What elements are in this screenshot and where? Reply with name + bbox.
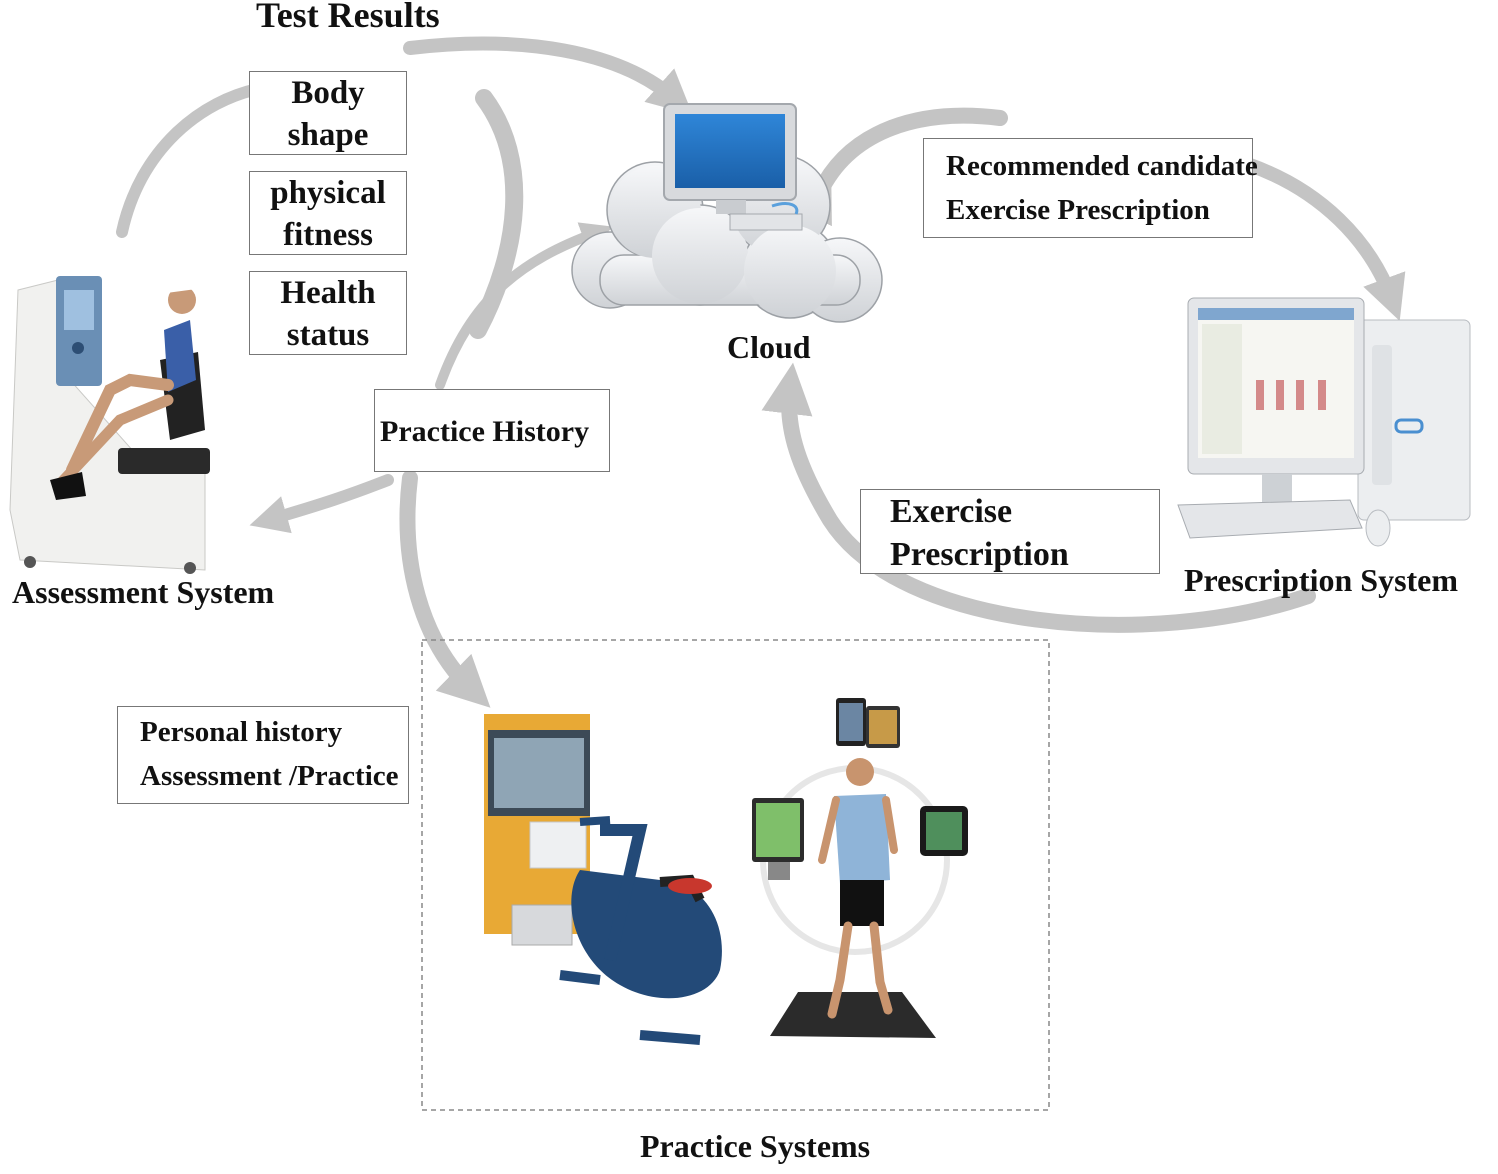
- arrow-recommended-to-prescription: [1243, 158, 1406, 322]
- arrow-cloud-to-recommended: [785, 107, 1008, 227]
- tablet-icon: [836, 698, 900, 748]
- runner-icon: [760, 758, 950, 1038]
- desktop-computer-icon: [1177, 297, 1471, 547]
- exercise-prescription-line-1: Exercise: [890, 493, 1013, 530]
- personal-history-line-1: Personal history: [140, 716, 343, 748]
- recommended-prescription-box: Recommended candidate Exercise Prescript…: [923, 138, 1258, 238]
- arrows: [116, 36, 1406, 708]
- physical-fitness-box: physical fitness: [249, 171, 407, 255]
- recommended-line-1: Recommended candidate: [946, 150, 1258, 182]
- tv-icon: [752, 798, 804, 880]
- physical-fitness-line-2: fitness: [283, 217, 373, 253]
- health-status-box: Health status: [249, 271, 407, 355]
- cloud-icon: [571, 154, 883, 323]
- arrow-practice-history-to-assessment: [249, 474, 394, 534]
- personal-history-line-2: Assessment /Practice: [140, 760, 399, 792]
- exercise-prescription-line-2: Prescription: [890, 536, 1069, 573]
- exercise-prescription-box: Exercise Prescription: [860, 489, 1160, 574]
- body-shape-box: Body shape: [249, 71, 407, 155]
- cloud-label: Cloud: [727, 329, 811, 365]
- smartphone-icon: [920, 806, 968, 856]
- practice-history-text: Practice History: [380, 415, 590, 448]
- practice-history-box: Practice History: [374, 389, 610, 472]
- physical-fitness-line-1: physical: [270, 175, 386, 211]
- assessment-system-label: Assessment System: [12, 574, 275, 610]
- assessment-bike-icon: [9, 276, 210, 574]
- body-shape-line-2: shape: [287, 117, 369, 153]
- arrow-prescription-to-cloud: [761, 362, 1316, 633]
- arrow-test-results-to-cloud: [403, 36, 693, 115]
- body-shape-line-1: Body: [291, 75, 365, 111]
- exercise-bike-icon: [484, 714, 722, 1045]
- arrow-practice-history-to-cloud: [435, 222, 614, 390]
- health-status-line-1: Health: [280, 275, 376, 311]
- practice-systems-label: Practice Systems: [640, 1128, 871, 1164]
- arrow-practice-history-to-practice-systems: [399, 470, 491, 708]
- test-results-label: Test Results: [256, 0, 440, 35]
- recommended-line-2: Exercise Prescription: [946, 194, 1210, 226]
- computer-monitor-icon: [663, 103, 803, 231]
- prescription-system-label: Prescription System: [1184, 562, 1459, 598]
- personal-history-box: Personal history Assessment /Practice: [117, 706, 409, 804]
- arrow-assessment-to-test-results: [116, 82, 268, 238]
- health-status-line-2: status: [286, 317, 370, 353]
